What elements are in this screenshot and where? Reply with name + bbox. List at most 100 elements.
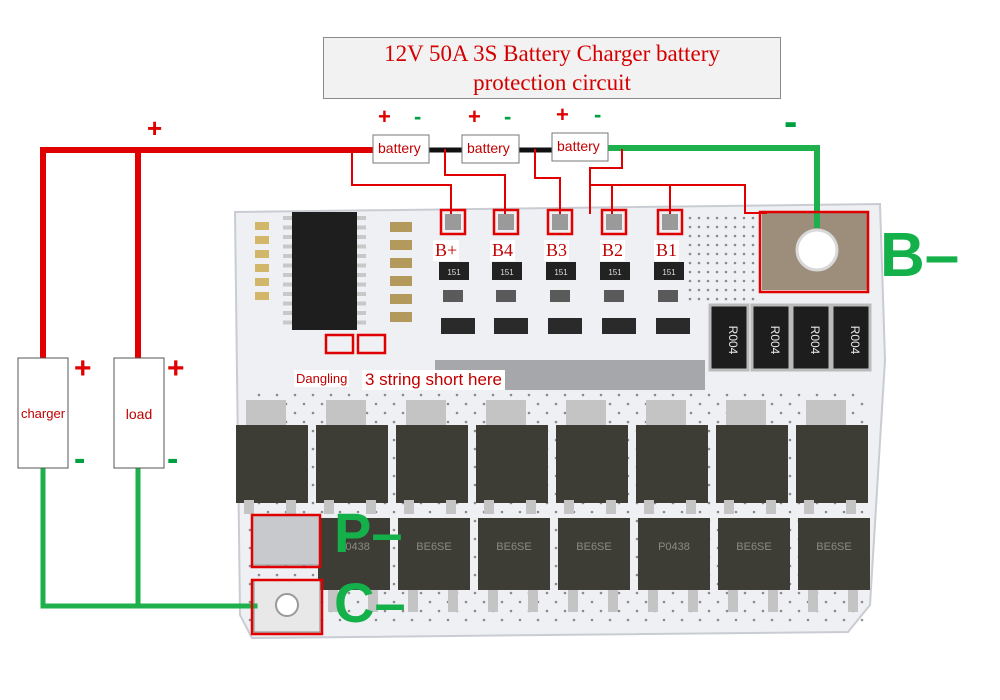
mosfet-tab bbox=[646, 400, 686, 425]
shunt-resistor bbox=[790, 303, 832, 372]
battery-3-plus: + bbox=[556, 102, 569, 127]
smd-transistor bbox=[441, 318, 475, 334]
sot-component bbox=[546, 262, 576, 280]
p-minus-pad bbox=[251, 514, 321, 566]
mosfet-bottom bbox=[478, 518, 550, 590]
balance-pad bbox=[445, 214, 461, 230]
mosfet-top bbox=[716, 425, 788, 503]
smd-capacitor bbox=[255, 236, 269, 244]
mosfet-bottom bbox=[638, 518, 710, 590]
sot-code: 151 bbox=[662, 268, 676, 277]
p-minus-highlight bbox=[250, 513, 322, 569]
pad-b-plus-highlight bbox=[439, 208, 467, 236]
pad-b1-highlight bbox=[656, 208, 684, 236]
battery-2-label: battery bbox=[467, 140, 510, 156]
smd-resistor bbox=[658, 290, 678, 302]
pad-label-b3: B3 bbox=[544, 240, 570, 261]
title-line-1: 12V 50A 3S Battery Charger battery bbox=[384, 41, 720, 66]
shunt-code: R004 bbox=[848, 326, 862, 355]
pad-label-b2: B2 bbox=[600, 240, 626, 261]
mosfet-marking: BE6SE bbox=[416, 541, 451, 553]
mosfet-top bbox=[556, 425, 628, 503]
battery-cell-3 bbox=[551, 132, 609, 162]
shunt-code: R004 bbox=[726, 326, 740, 355]
dangling-highlight bbox=[324, 333, 355, 355]
mosfet-marking: BE6SE bbox=[736, 541, 771, 553]
battery-pack bbox=[372, 132, 609, 164]
battery-cell-2 bbox=[461, 134, 520, 164]
sot-code: 151 bbox=[447, 268, 461, 277]
balance-pad bbox=[552, 214, 568, 230]
b-minus-wire bbox=[605, 145, 820, 228]
sot-component bbox=[492, 262, 522, 280]
sot-component bbox=[654, 262, 684, 280]
mosfet-bottom bbox=[318, 518, 390, 590]
charger-box bbox=[17, 357, 69, 469]
smd-capacitor bbox=[390, 258, 412, 268]
positive-bus-sign: + bbox=[147, 113, 163, 143]
dangling-note: Dangling bbox=[294, 370, 350, 387]
shunt-resistor bbox=[830, 303, 872, 372]
load-box bbox=[113, 357, 165, 469]
pad-label-b4: B4 bbox=[490, 240, 516, 261]
smd-resistor bbox=[550, 290, 570, 302]
balance-pad bbox=[498, 214, 514, 230]
load-plus: + bbox=[167, 352, 185, 385]
c-minus-highlight bbox=[250, 578, 324, 636]
battery-1-label: battery bbox=[378, 140, 421, 156]
mosfet-tab bbox=[486, 400, 526, 425]
smd-resistor bbox=[443, 290, 463, 302]
pad-label-b1: B1 bbox=[654, 240, 680, 261]
mosfet-tab bbox=[806, 400, 846, 425]
smd-capacitor bbox=[255, 292, 269, 300]
battery-cell-1 bbox=[372, 134, 430, 164]
mosfet-top bbox=[236, 425, 308, 503]
b-minus-highlight bbox=[758, 210, 870, 294]
shunt-resistor bbox=[708, 303, 750, 372]
pad-b2-highlight bbox=[600, 208, 628, 236]
smd-capacitor bbox=[390, 294, 412, 304]
mosfet-marking: P0438 bbox=[658, 541, 690, 553]
sot-code: 151 bbox=[554, 268, 568, 277]
mosfet-top bbox=[796, 425, 868, 503]
balance-pad bbox=[662, 214, 678, 230]
mosfet-top bbox=[396, 425, 468, 503]
mosfet-tab bbox=[326, 400, 366, 425]
charger-label: charger bbox=[20, 406, 66, 421]
diagram-title: 12V 50A 3S Battery Charger battery prote… bbox=[323, 37, 781, 99]
b-minus-terminal-label: B– bbox=[880, 221, 960, 290]
wiring bbox=[40, 145, 820, 609]
b-minus-wire-sign: - bbox=[784, 100, 798, 144]
shunt-code: R004 bbox=[808, 326, 822, 355]
smd-capacitor bbox=[390, 276, 412, 286]
mosfet-tab bbox=[566, 400, 606, 425]
smd-transistor bbox=[548, 318, 582, 334]
mosfet-tab bbox=[246, 400, 286, 425]
mosfet-top bbox=[316, 425, 388, 503]
c-minus-hole bbox=[275, 593, 299, 617]
mosfet-tab bbox=[406, 400, 446, 425]
smd-transistor bbox=[494, 318, 528, 334]
charger-plus: + bbox=[74, 352, 92, 385]
battery-2-minus: - bbox=[504, 104, 512, 129]
smd-capacitor bbox=[390, 240, 412, 250]
short-note: 3 string short here bbox=[362, 370, 506, 390]
load-label: load bbox=[125, 406, 153, 422]
battery-1-plus: + bbox=[378, 104, 391, 129]
pad-b4-highlight bbox=[492, 208, 520, 236]
controller-ic bbox=[292, 212, 357, 330]
mosfet-bottom bbox=[798, 518, 870, 590]
mosfet-top bbox=[636, 425, 708, 503]
charger-minus: - bbox=[74, 440, 86, 478]
smd-transistor bbox=[656, 318, 690, 334]
smd-capacitor bbox=[390, 222, 412, 232]
smd-capacitor bbox=[255, 278, 269, 286]
mosfet-bottom bbox=[558, 518, 630, 590]
balance-pad bbox=[606, 214, 622, 230]
sot-component bbox=[600, 262, 630, 280]
mosfet-marking: P0438 bbox=[338, 541, 370, 553]
sot-code: 151 bbox=[608, 268, 622, 277]
mosfet-marking: BE6SE bbox=[496, 541, 531, 553]
c-minus-terminal-label: C– bbox=[334, 571, 406, 634]
